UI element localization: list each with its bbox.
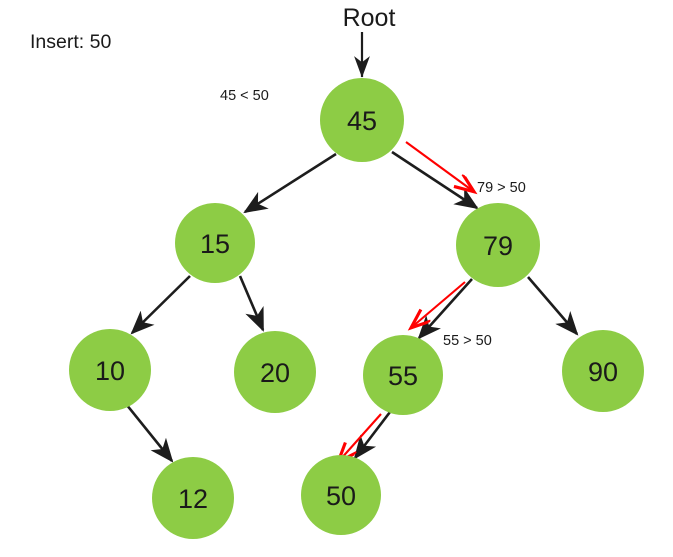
- edge-10-12: [124, 403, 174, 463]
- tree-node-20[interactable]: 20: [234, 331, 316, 413]
- edge-15-10: [130, 275, 191, 335]
- comparison-label-55: 55 > 50: [443, 333, 492, 349]
- node-circle: [456, 203, 540, 287]
- tree-node-15[interactable]: 15: [175, 203, 255, 283]
- node-circle: [234, 331, 316, 413]
- edge-79-90: [527, 276, 579, 336]
- node-value-label: 45: [347, 106, 377, 136]
- trace-arrow-79-55: [412, 281, 466, 327]
- node-value-label: 55: [388, 361, 418, 391]
- tree-node-12[interactable]: 12: [152, 457, 234, 539]
- tree-node-50[interactable]: 50: [301, 455, 381, 535]
- trace-arrow-45-79: [405, 141, 473, 191]
- tree-edges-group: [124, 150, 579, 463]
- node-value-label: 79: [483, 231, 513, 261]
- node-circle: [69, 329, 151, 411]
- comparison-label-79: 79 > 50: [477, 180, 526, 196]
- node-value-label: 50: [326, 481, 356, 511]
- node-circle: [301, 455, 381, 535]
- tree-node-90[interactable]: 90: [562, 330, 644, 412]
- node-circle: [562, 330, 644, 412]
- trace-arrow-55-50: [339, 413, 382, 461]
- edge-45-15: [243, 152, 337, 214]
- root-label: Root: [343, 4, 396, 32]
- edge-55-50: [353, 411, 392, 460]
- node-circle: [320, 78, 404, 162]
- comparison-label-45: 45 < 50: [220, 88, 269, 104]
- annotations-group: Insert: 50 Root 45 < 50 79 > 50 55 > 50: [30, 4, 526, 349]
- tree-node-10[interactable]: 10: [69, 329, 151, 411]
- tree-node-55[interactable]: 55: [363, 335, 443, 415]
- insert-title-label: Insert: 50: [30, 31, 111, 53]
- tree-nodes-group: 45 15 79 10 20 55: [69, 78, 644, 539]
- node-value-label: 20: [260, 358, 290, 388]
- node-circle: [363, 335, 443, 415]
- trace-arrows-group: [339, 141, 473, 461]
- edge-15-20: [238, 275, 265, 332]
- edge-79-55: [417, 278, 473, 340]
- node-value-label: 10: [95, 356, 125, 386]
- node-circle: [152, 457, 234, 539]
- node-value-label: 15: [200, 229, 230, 259]
- tree-node-79[interactable]: 79: [456, 203, 540, 287]
- node-value-label: 12: [178, 484, 208, 514]
- edge-45-79: [391, 150, 479, 210]
- node-circle: [175, 203, 255, 283]
- tree-node-45[interactable]: 45: [320, 78, 404, 162]
- node-value-label: 90: [588, 357, 618, 387]
